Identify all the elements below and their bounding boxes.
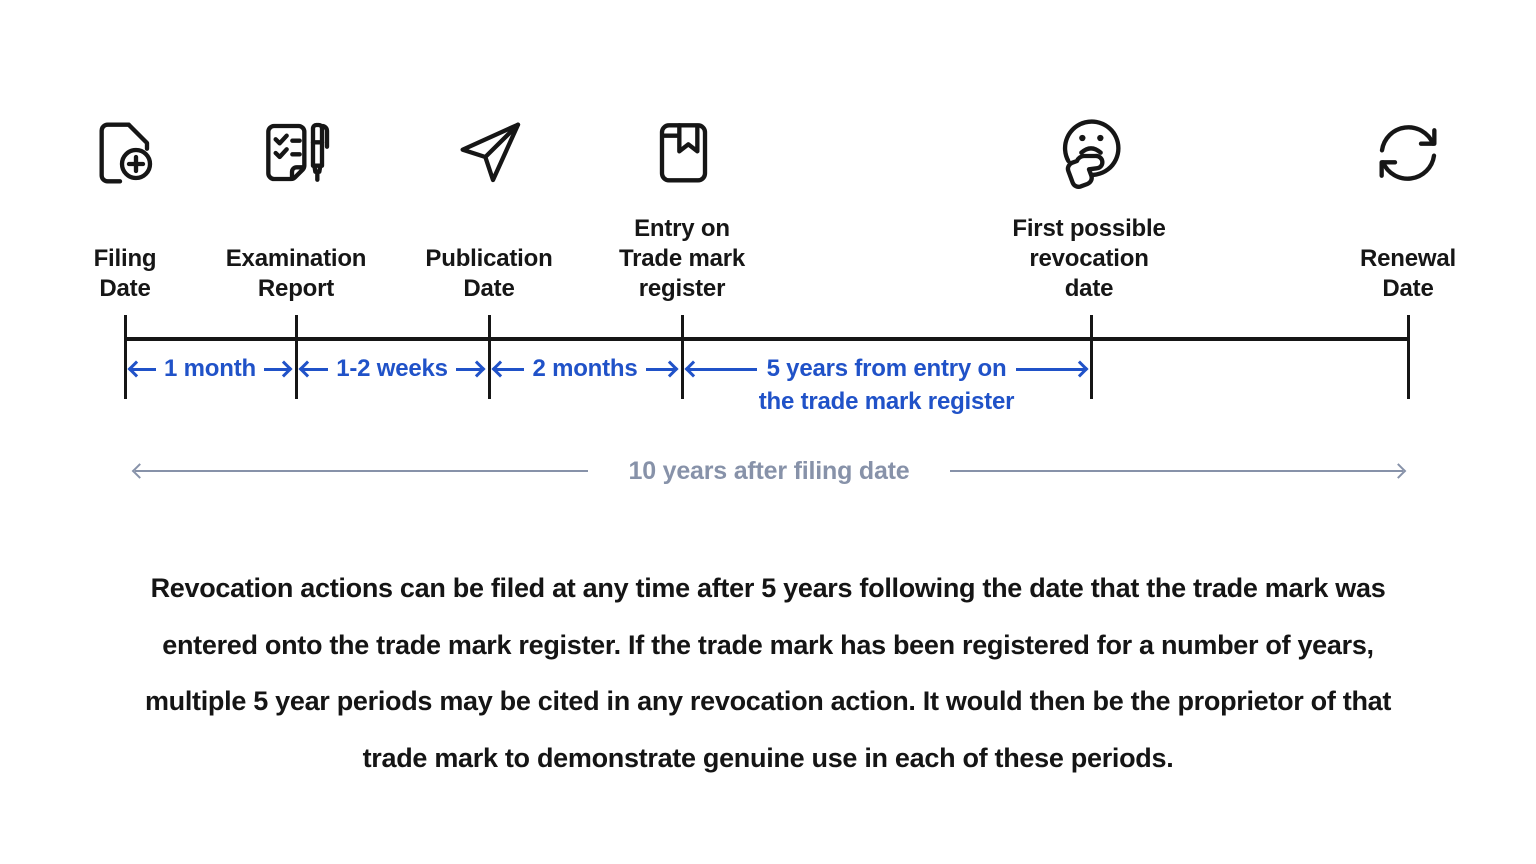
right-arrow-icon [455,367,482,371]
interval-label: 1-2 weeks [336,355,448,382]
revocation-explanation-paragraph: Revocation actions can be filed at any t… [144,573,1392,773]
right-arrow-icon [263,367,289,371]
thinking-face-icon [1049,112,1129,194]
left-arrow-icon [688,367,757,371]
book-bookmark-icon [642,112,722,194]
milestone-filing-date: Filing Date [15,112,235,304]
milestone-label: Filing Date [93,245,157,302]
interval-label: 1 month [164,355,256,382]
overall-duration: 10 years after filing date [135,456,1403,486]
timeline-tick [295,315,298,399]
milestone-renewal-date: Renewal Date [1298,112,1518,304]
interval-1-month: 1 month [131,352,289,386]
interval-label: 5 years from entry on [766,355,1007,382]
timeline-tick [488,315,491,399]
interval-2-months: 2 months [495,352,676,386]
timeline-tick [1090,315,1093,399]
interval-5-years: 5 years from entry on the trade mark reg… [688,352,1086,416]
milestone-first-revocation-date: First possible revocation date [979,112,1199,304]
left-arrow-icon [495,367,525,371]
right-arrow-icon [645,367,676,371]
interval-1-2-weeks: 1-2 weeks [302,352,482,386]
milestone-publication-date: Publication Date [379,112,599,304]
overall-duration-label: 10 years after filing date [628,456,910,485]
file-plus-icon [85,112,165,194]
interval-sublabel: the trade mark register [758,388,1015,415]
milestone-label: First possible revocation date [1012,215,1166,302]
timeline-axis [125,337,1409,341]
right-arrow-icon [1016,367,1086,371]
checklist-pen-icon [256,112,336,194]
right-arrow-icon [949,469,1403,473]
milestone-entry-on-register: Entry on Trade mark register [572,112,792,304]
milestone-label: Publication Date [425,245,553,302]
milestone-label: Renewal Date [1360,245,1456,302]
milestone-label: Examination Report [225,245,367,302]
left-arrow-icon [135,469,589,473]
milestone-label: Entry on Trade mark register [618,215,746,302]
paper-plane-icon [449,112,529,194]
renewal-cycle-icon [1368,112,1448,194]
left-arrow-icon [131,367,157,371]
timeline-tick [1407,315,1410,399]
left-arrow-icon [302,367,329,371]
interval-label: 2 months [532,355,638,382]
timeline-tick [681,315,684,399]
timeline-tick [124,315,127,399]
milestone-examination-report: Examination Report [186,112,406,304]
